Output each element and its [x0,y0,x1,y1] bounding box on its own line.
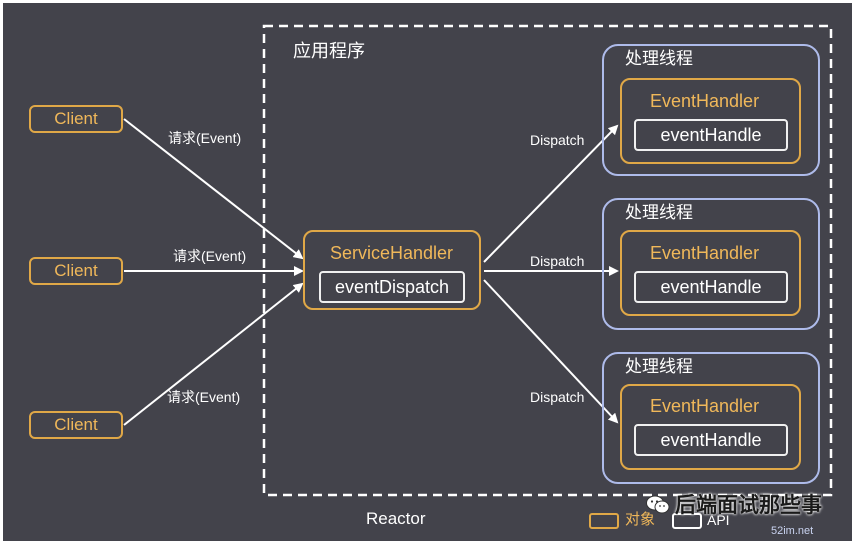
thread-title-1: 处理线程 [625,49,693,68]
request-label-3: 请求(Event) [167,389,241,405]
event-handler-title-2: EventHandler [650,243,760,263]
event-handler-node-3 [620,384,801,470]
dispatch-arrow-1 [483,124,619,263]
request-arrow-1 [123,118,304,260]
event-handler-node-1 [620,78,801,164]
application-boundary [262,24,833,497]
dispatch-label-3: Dispatch [530,389,585,405]
legend-object-swatch [589,513,619,529]
request-arrow-3 [123,282,304,426]
legend-api-label: API [707,512,730,528]
wechat-icon [646,495,670,515]
event-dispatch-api: eventDispatch [319,271,465,303]
event-handler-title-1: EventHandler [650,91,760,111]
service-handler-title: ServiceHandler [330,243,454,263]
client-node-3: Client [29,411,123,439]
dispatch-arrow-3 [483,279,619,424]
thread-title-2: 处理线程 [625,203,693,222]
application-title: 应用程序 [293,41,365,61]
processing-thread-2 [602,198,820,330]
reactor-label: Reactor [366,509,426,528]
legend-object-label: 对象 [625,511,656,528]
event-handle-api-3: eventHandle [634,424,788,456]
dispatch-label-2: Dispatch [530,253,585,269]
thread-title-3: 处理线程 [625,357,693,376]
event-handler-node-2 [620,230,801,316]
client-node-1: Client [29,105,123,133]
client-node-2: Client [29,257,123,285]
processing-thread-3 [602,352,820,484]
event-handle-api-2: eventHandle [634,271,788,303]
watermark-site: 52im.net [771,525,814,537]
request-label-1: 请求(Event) [168,130,242,146]
processing-thread-1 [602,44,820,176]
dispatch-label-1: Dispatch [530,132,585,148]
legend-api-swatch [672,513,702,529]
event-handle-api-1: eventHandle [634,119,788,151]
watermark-text: 后端面试那些事 [675,494,822,517]
request-label-2: 请求(Event) [173,248,247,264]
service-handler-node [303,230,481,310]
event-handler-title-3: EventHandler [650,396,760,416]
